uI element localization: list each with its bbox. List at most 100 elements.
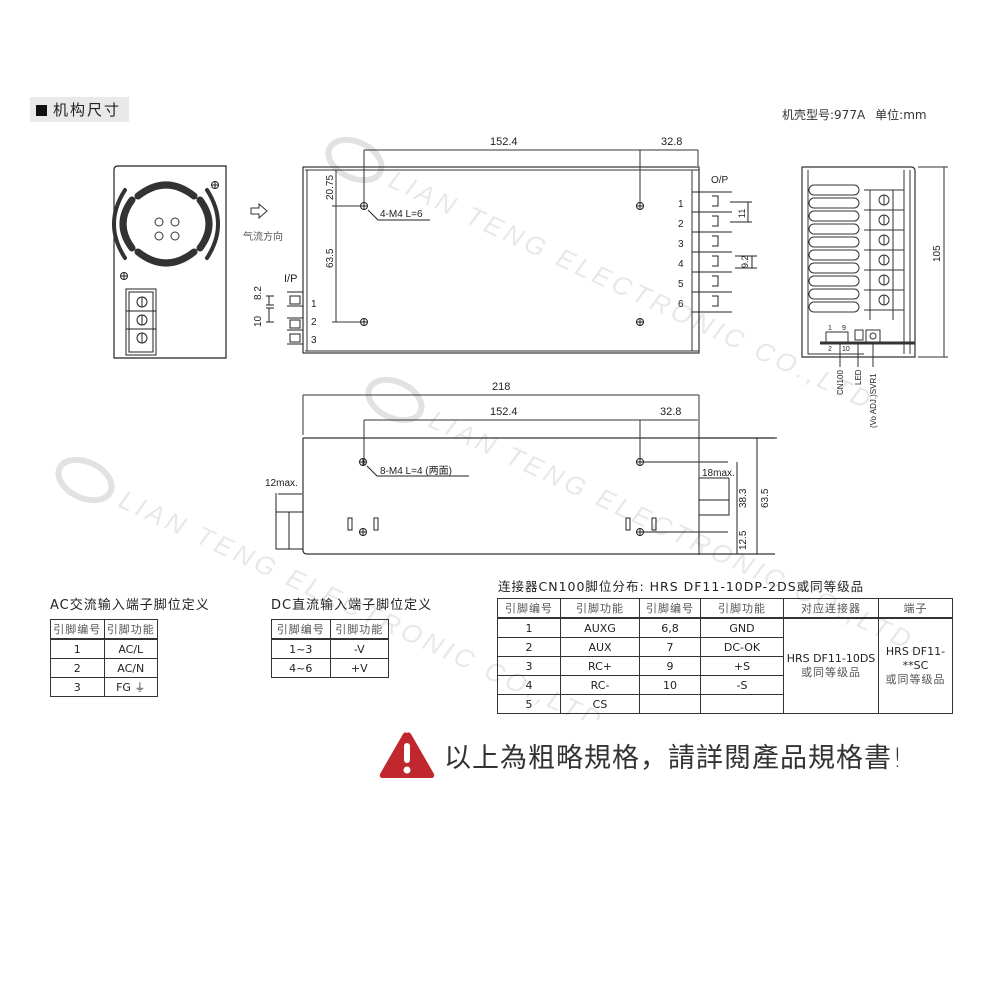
mating-connector-equiv: 或同等级品 [801,666,861,679]
cell: AC/L [103,638,158,659]
cell: 7 [639,637,701,657]
svg-text:9: 9 [842,325,846,332]
cell: -V [329,638,389,659]
svg-text:5: 5 [678,279,684,290]
cn-header-function-2: 引脚功能 [700,598,784,619]
dc-header-function: 引脚功能 [329,619,389,640]
svg-text:2: 2 [678,219,684,230]
cell: 2 [50,658,105,678]
cell: 1 [50,638,105,659]
svg-text:2: 2 [828,346,832,353]
cn100-pin-table: 引脚编号 引脚功能 引脚编号 引脚功能 对应连接器 端子 1 AUXG 6,8 … [497,598,953,714]
svg-text:20.75: 20.75 [325,175,336,200]
svg-text:8-M4 L=4 (两面): 8-M4 L=4 (两面) [380,466,452,477]
mating-connector-model: HRS DF11-10DS [786,652,876,665]
cell: 4~6 [271,658,331,678]
svg-text:LIAN TENG ELECTRONIC CO.,LTD.: LIAN TENG ELECTRONIC CO.,LTD. [384,164,889,421]
cell: AUXG [560,617,640,638]
svg-text:1: 1 [678,199,684,210]
svg-text:8.2: 8.2 [253,286,264,300]
cell: 1 [497,617,561,638]
cell: GND [700,617,784,638]
cell: 1~3 [271,638,331,659]
svg-text:32.8: 32.8 [661,136,682,148]
notice-text: 以上為粗略規格，請詳閱產品規格書! [444,742,904,774]
table-row: 5 CS [497,694,953,714]
svg-text:12.5: 12.5 [738,530,749,550]
side-view: 1 9 2 10 CN100 LED (Vo ADJ.)SVR1 105 [801,166,948,428]
bottom-view: 218 152.4 32.8 8-M4 L=4 (两面) 12max. 18ma… [265,381,777,555]
svg-text:1: 1 [828,325,832,332]
svg-text:O/P: O/P [711,175,729,186]
cn100-table-title: 连接器CN100脚位分布: HRS DF11-10DP-2DS或同等级品 [498,579,865,594]
top-view: 152.4 32.8 20.75 63.5 4-M4 L=6 O/P 1 2 3… [302,136,757,354]
svg-text:218: 218 [492,381,510,393]
ac-header-pin: 引脚编号 [50,619,105,640]
svg-text:18max.: 18max. [702,468,735,479]
svg-text:10: 10 [253,315,264,327]
cell: 3 [50,677,105,697]
table-row: 4~6+V [271,658,389,678]
front-view: 气流方向 I/P 8.2 10 1 2 3 [112,165,317,359]
cell: FG ⏚ [103,677,158,697]
ac-header-function: 引脚功能 [103,619,158,640]
svg-text:I/P: I/P [284,273,297,285]
svg-text:38.3: 38.3 [738,488,749,508]
section-title: 机构尺寸 [30,97,130,122]
svg-text:3: 3 [678,239,684,250]
square-bullet-icon [36,105,47,116]
table-row: 2 AUX 7 DC-OK [497,637,953,657]
cn-header-function-1: 引脚功能 [560,598,640,619]
svg-text:气流方向: 气流方向 [243,230,283,243]
cell [639,694,701,714]
airflow-arrow-icon [250,202,268,220]
cell: AC/N [103,658,158,678]
svg-text:9.2: 9.2 [740,255,750,268]
cell: 5 [497,694,561,714]
svg-text:4: 4 [678,259,684,270]
svg-text:63.5: 63.5 [760,488,771,508]
svg-text:105: 105 [932,245,943,262]
dc-pin-table: 引脚编号引脚功能 1~3-V 4~6+V [271,619,389,678]
svg-text:CN100: CN100 [836,370,845,395]
warning-triangle-icon [379,732,435,778]
cell: 6,8 [639,617,701,638]
ac-table-title: AC交流输入端子脚位定义 [50,598,210,613]
cell: DC-OK [700,637,784,657]
cell: RC- [560,675,640,695]
svg-text:1: 1 [311,299,317,310]
table-row: 1~3-V [271,638,389,659]
svg-text:11: 11 [737,209,747,218]
cell: 3 [497,656,561,676]
svg-text:10: 10 [842,346,850,353]
cell [700,694,784,714]
dc-table-title: DC直流输入端子脚位定义 [271,598,433,613]
cell: AUX [560,637,640,657]
svg-text:63.5: 63.5 [325,248,336,268]
svg-text:(Vo ADJ.)SVR1: (Vo ADJ.)SVR1 [869,373,878,428]
svg-text:4-M4 L=6: 4-M4 L=6 [380,209,423,220]
cell: +S [700,656,784,676]
cell: -S [700,675,784,695]
cell: CS [560,694,640,714]
svg-text:LED: LED [854,369,863,385]
cn-header-terminal: 端子 [878,598,953,619]
svg-text:3: 3 [311,335,317,346]
svg-text:6: 6 [678,299,684,310]
unit-label: 单位:mm [875,108,927,122]
terminal-model: HRS DF11-**SC [885,645,946,672]
table-row: 4 RC- 10 -S [497,675,953,695]
cell: +V [329,658,389,678]
svg-text:2: 2 [311,317,317,328]
dc-header-pin: 引脚编号 [271,619,331,640]
cell: 4 [497,675,561,695]
cell: 2 [497,637,561,657]
cell: RC+ [560,656,640,676]
